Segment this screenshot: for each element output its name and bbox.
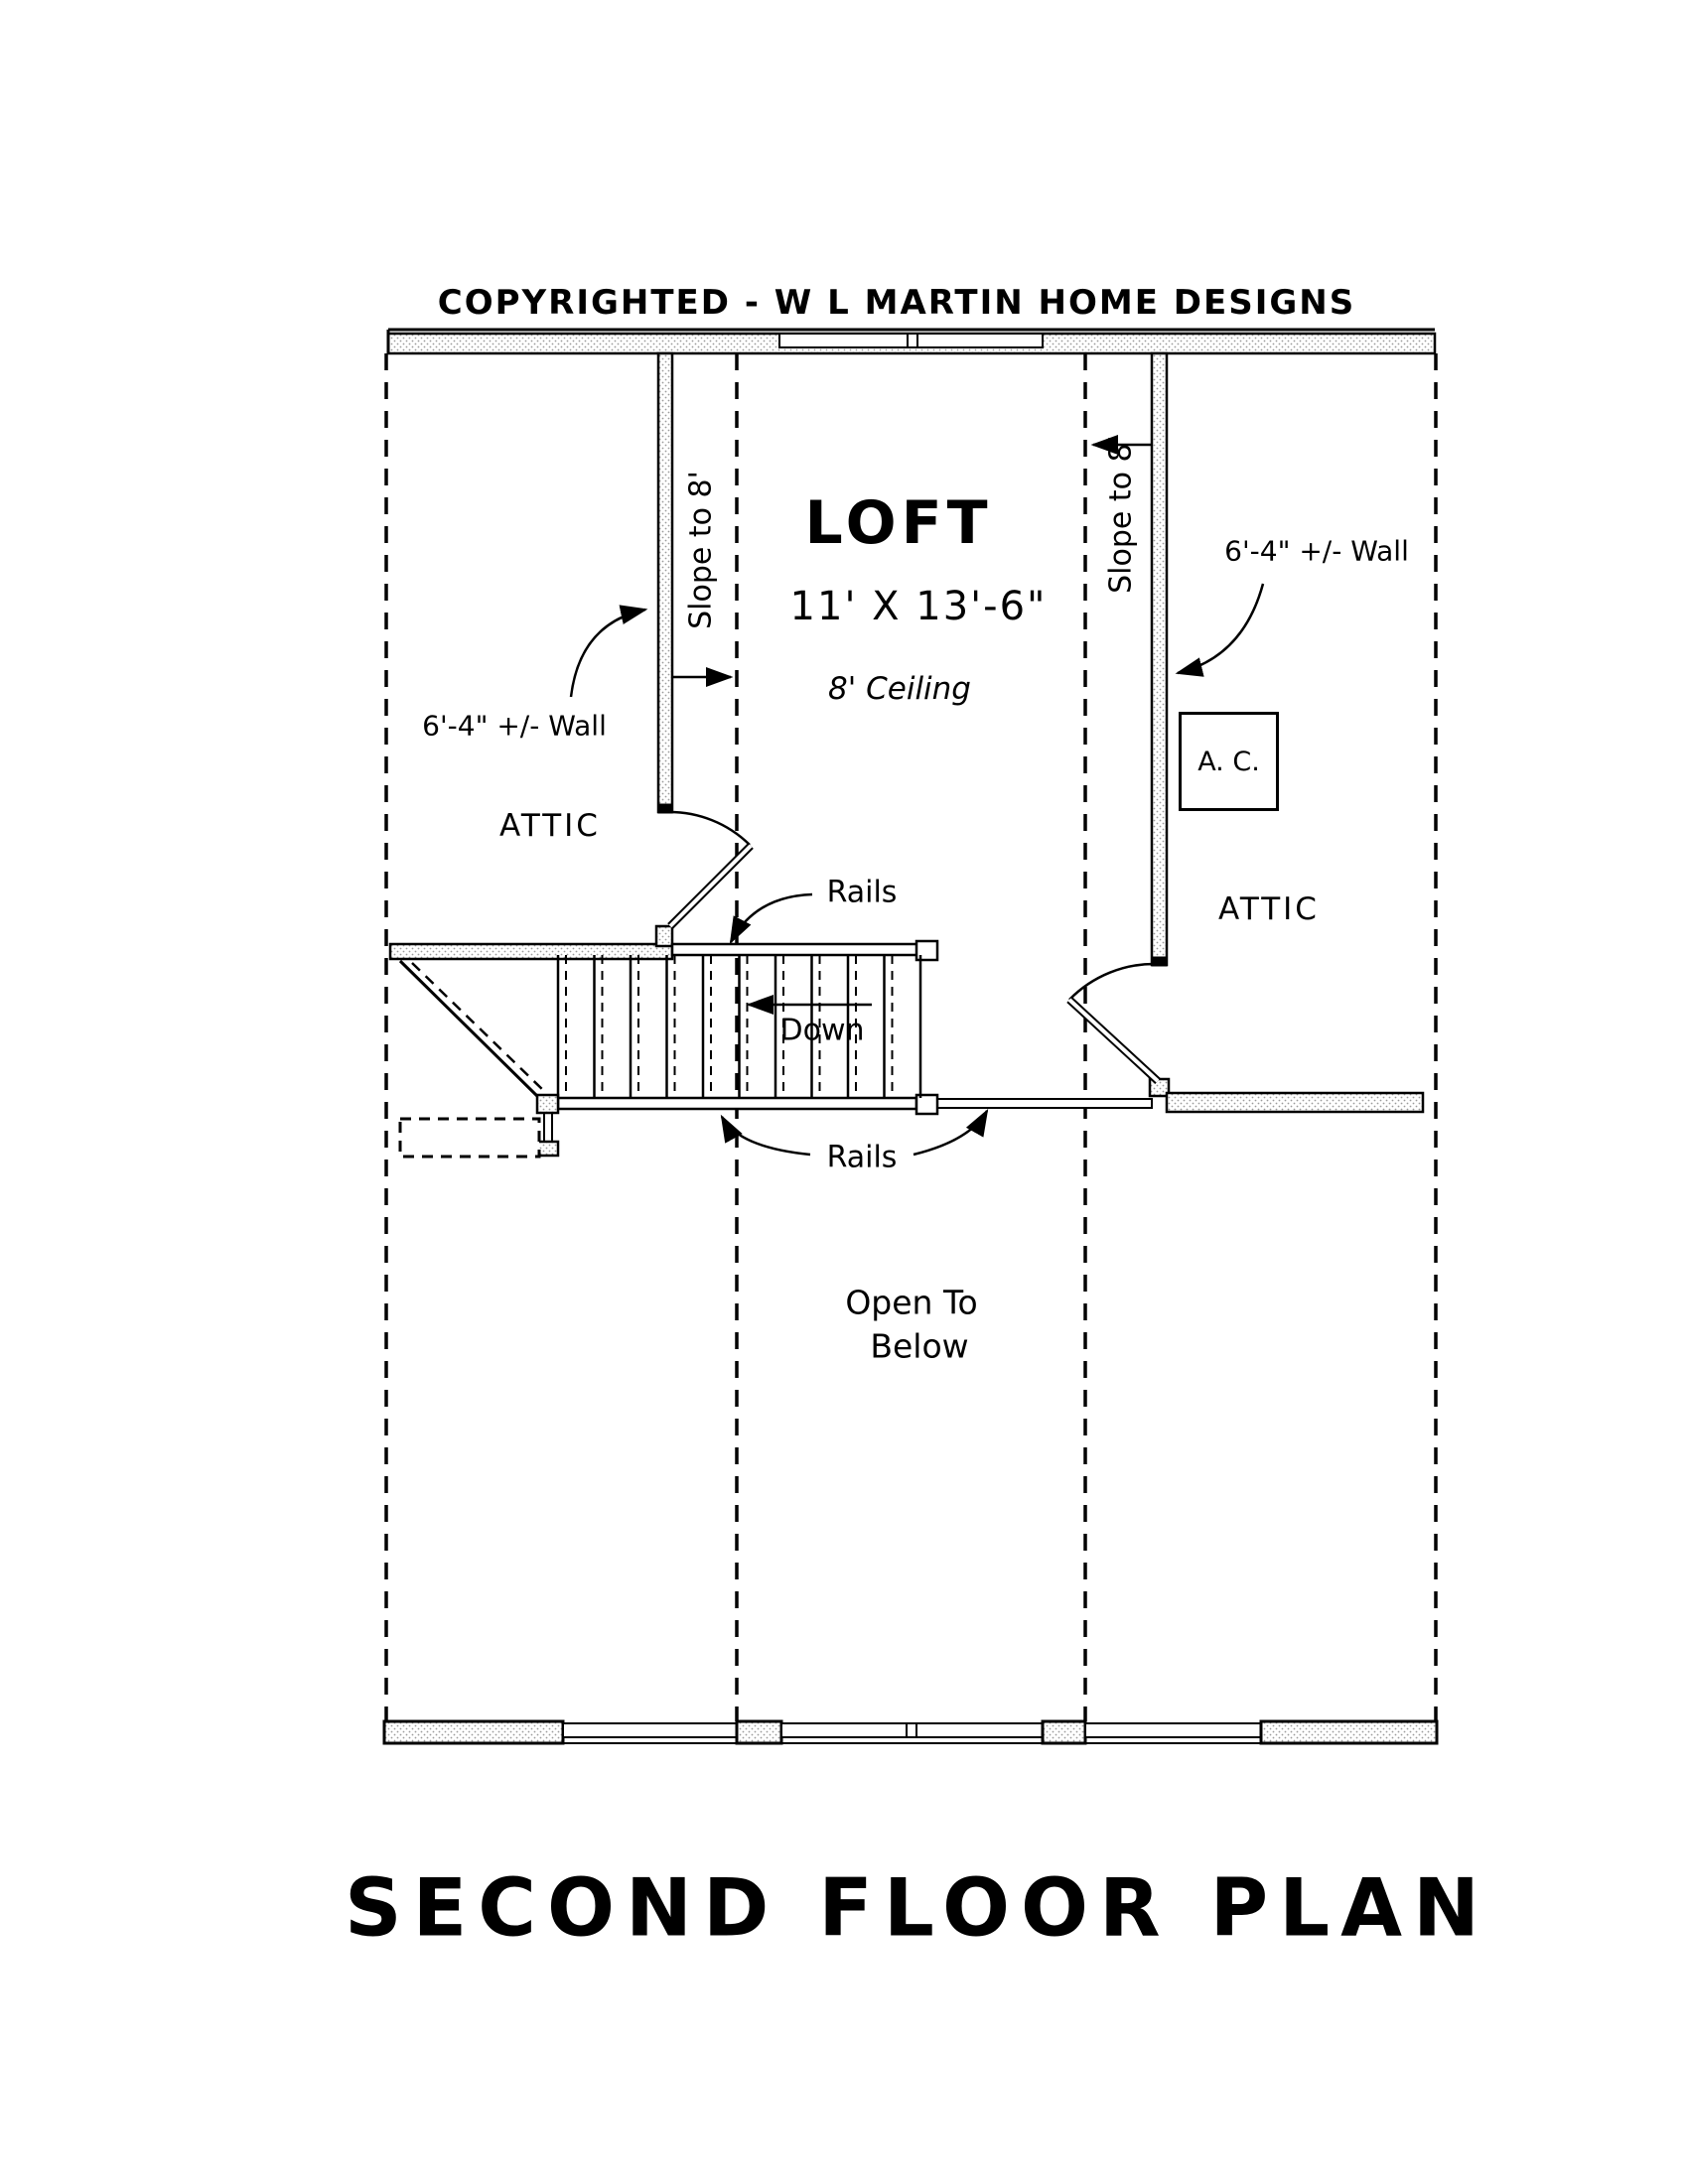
loft-walls [656,351,1169,967]
annotation-arrows [569,435,1265,1157]
rails-label-top: Rails [826,875,898,910]
stair-treads [556,955,922,1098]
open-to-below-line1: Open To [845,1283,978,1322]
bottom-window-left [562,1722,738,1738]
door-swing-right [1068,962,1159,1001]
bottom-wall [382,1719,1439,1745]
slope-note-right: Slope to 8' [1103,435,1139,594]
ac-unit-label: A. C. [1197,746,1260,777]
rail-post [535,1093,560,1115]
door-swing-left [666,810,751,846]
rail-top [670,942,920,957]
rails-leader-bottom-left [720,1114,811,1157]
slope-note-left: Slope to 8' [683,471,719,629]
landing-structure [398,1113,560,1159]
ac-unit-box: A. C. [1179,712,1279,811]
knee-wall-right [1165,1091,1425,1114]
loft-ceiling-note: 8' Ceiling [828,671,971,707]
loft-wall-right [1150,351,1169,967]
top-wall [386,328,1437,355]
bottom-window-right [1084,1722,1262,1738]
bottom-window-mullion [906,1722,917,1738]
sheet-title: SECOND FLOOR PLAN [345,1861,1490,1955]
wall-leader-right [1175,583,1265,677]
rail-bottom-extension [936,1098,1153,1109]
stair-rails [535,939,1153,1116]
copyright-text: COPYRIGHTED - W L MARTIN HOME DESIGNS [437,283,1356,323]
room-name-attic-left: ATTIC [499,808,601,844]
open-to-below-line2: Below [870,1326,969,1366]
top-window-mullion [907,333,918,348]
rails-label-bottom: Rails [826,1140,898,1175]
attic-doors [666,810,1161,1084]
rail-bottom [556,1096,918,1111]
wall-height-note-left: 6'-4" +/- Wall [422,709,607,743]
rails-leader-bottom-right [913,1108,989,1157]
loft-dimensions: 11' X 13'-6" [789,584,1048,629]
room-name-attic-right: ATTIC [1218,891,1320,927]
rails-leader-top [729,892,813,945]
open-edge-diagonal [398,959,547,1100]
down-label: Down [779,1013,865,1048]
wall-leader-left [569,605,648,698]
overhead-dashed-box [398,1117,541,1159]
rail-post [914,1093,939,1116]
wall-height-note-right: 6'-4" +/- Wall [1224,534,1409,568]
room-name-loft: LOFT [804,488,993,558]
loft-wall-left [656,351,674,814]
